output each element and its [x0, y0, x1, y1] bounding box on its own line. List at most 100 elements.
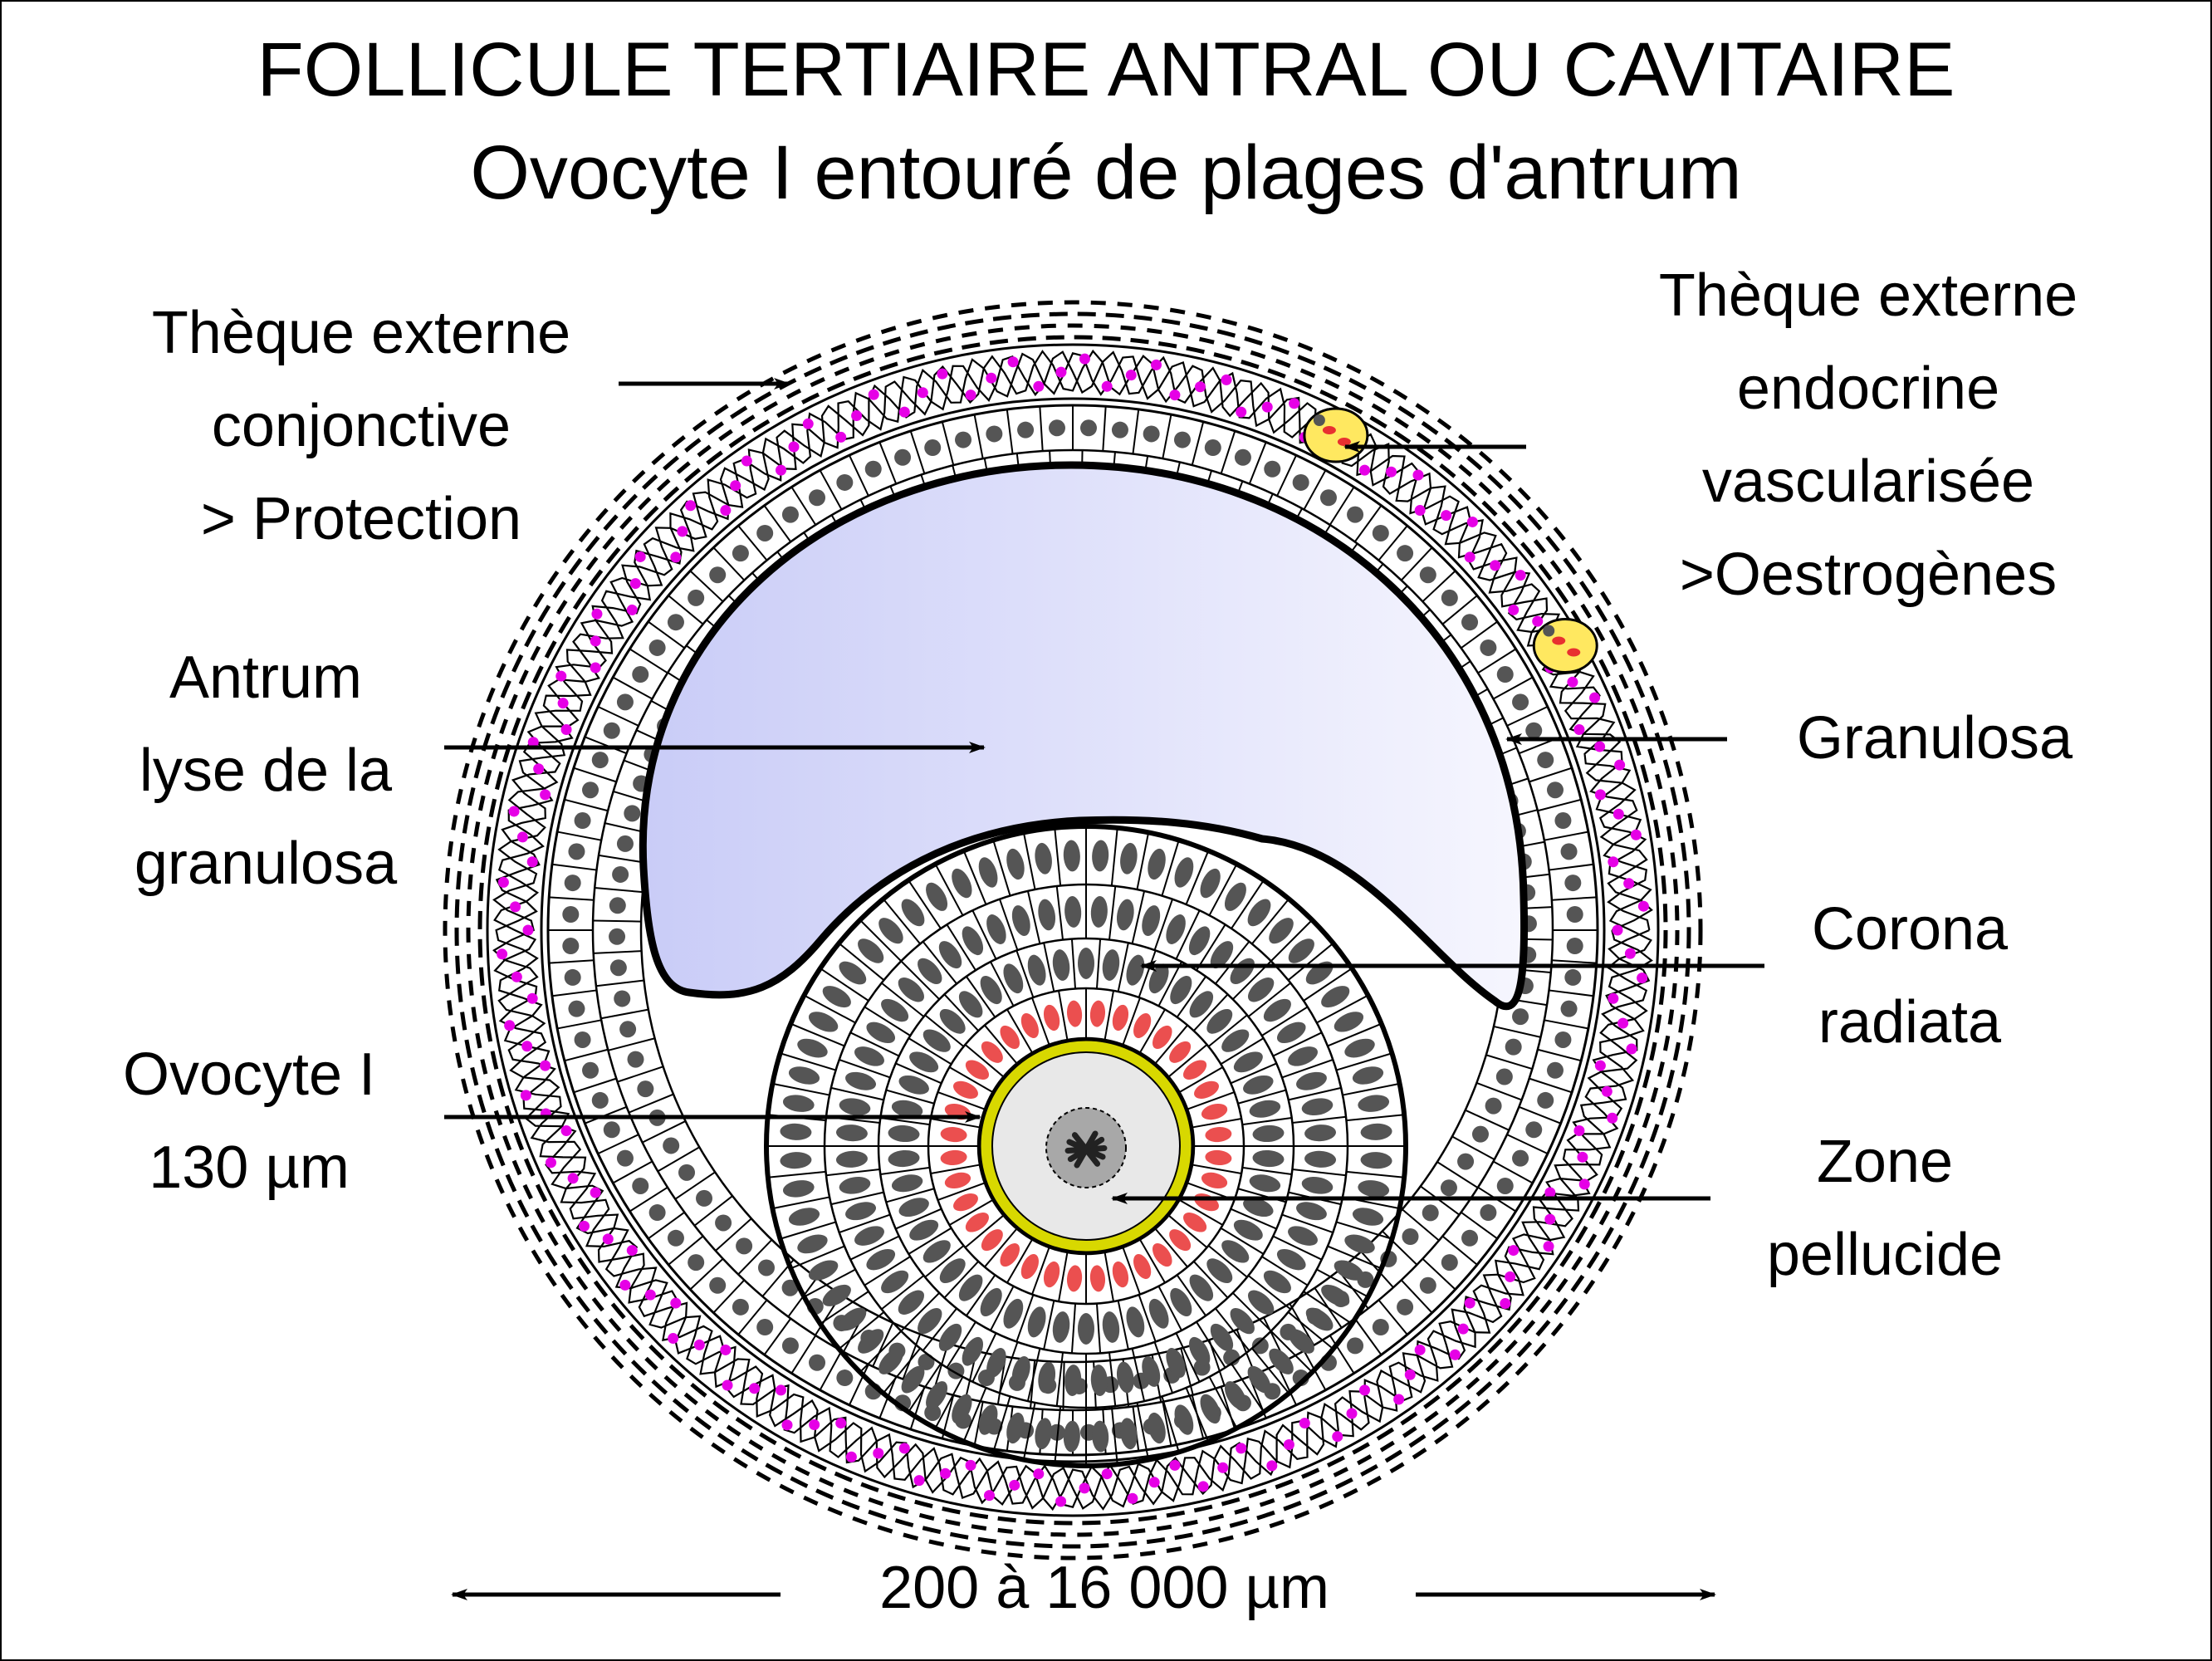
theca-cell-nucleus — [533, 763, 545, 775]
cumulus-cell-wall — [1161, 840, 1180, 896]
cumulus-cell-wall — [1176, 1274, 1206, 1316]
granulosa-nucleus — [648, 1204, 666, 1222]
label-line: Thèque externe — [1658, 262, 2078, 329]
cumulus-nucleus — [808, 1260, 839, 1281]
cumulus-nucleus — [891, 1174, 923, 1193]
cumulus-cell-wall — [830, 1191, 884, 1206]
cumulus-cell-wall — [934, 863, 964, 916]
cumulus-cell-wall — [922, 1307, 957, 1351]
theca-cell-nucleus — [1197, 1481, 1209, 1492]
cumulus-cell-wall — [895, 1062, 942, 1085]
cumulus-nucleus — [958, 991, 983, 1018]
granulosa-cell-wall — [648, 1211, 685, 1240]
corona-radiata-nucleus — [1205, 1126, 1232, 1143]
cumulus-nucleus — [839, 1176, 871, 1194]
granulosa-nucleus — [715, 1214, 732, 1232]
granulosa-nucleus — [1292, 473, 1309, 491]
cumulus-nucleus — [1006, 1412, 1025, 1444]
corona-radiata-nucleus — [1020, 1254, 1039, 1280]
corona-radiata-nucleus — [1066, 1000, 1083, 1027]
granulosa-cell-wall — [1544, 1019, 1588, 1030]
granulosa-cell-wall — [737, 1299, 768, 1335]
cumulus-nucleus — [858, 1329, 884, 1354]
cumulus-nucleus — [938, 941, 962, 969]
cumulus-nucleus — [839, 1098, 871, 1116]
cumulus-cell-wall — [803, 1268, 856, 1298]
corona-radiata-nucleus — [940, 1149, 967, 1166]
theca-cell-nucleus — [557, 698, 569, 709]
cumulus-cell-wall — [880, 1166, 930, 1176]
corona-radiata-nucleus — [965, 1060, 990, 1080]
label-line: Thèque externe — [151, 300, 571, 366]
granulosa-nucleus — [564, 968, 581, 986]
cumulus-cell-wall — [839, 1213, 891, 1233]
granulosa-cell-wall — [564, 798, 609, 812]
granulosa-cell-wall — [600, 1008, 649, 1020]
theca-cell-nucleus — [917, 387, 928, 399]
cumulus-cell-wall — [1176, 976, 1206, 1018]
label-line: pellucide — [1766, 1222, 2004, 1288]
granulosa-nucleus — [709, 566, 727, 584]
theca-cell-nucleus — [1464, 1297, 1475, 1309]
corona-radiata-nucleus — [1152, 1242, 1172, 1267]
label-line: radiata — [1818, 989, 2002, 1056]
granulosa-cell-wall — [617, 1066, 663, 1083]
cumulus-nucleus — [878, 918, 903, 944]
cumulus-nucleus — [1011, 1355, 1030, 1387]
cumulus-nucleus — [918, 1307, 942, 1335]
cumulus-nucleus — [1078, 1313, 1094, 1345]
cumulus-nucleus — [788, 1066, 820, 1085]
granulosa-cell-wall — [790, 1335, 817, 1374]
theca-cell-nucleus — [1386, 466, 1397, 478]
cumulus-nucleus — [1052, 1311, 1070, 1343]
cumulus-cell-wall — [930, 1164, 981, 1174]
granulosa-cell-wall — [712, 1279, 746, 1314]
cumulus-cell-wall — [1242, 1116, 1292, 1126]
label-arrows — [444, 378, 1764, 1600]
theca-cell-nucleus — [602, 1233, 614, 1245]
granulosa-nucleus — [616, 835, 634, 852]
granulosa-cell-wall — [1329, 486, 1355, 526]
theca-cell-nucleus — [497, 876, 509, 888]
granulosa-nucleus — [1441, 589, 1458, 606]
endothelial-nucleus — [1313, 414, 1325, 427]
cumulus-cell-wall — [1270, 1330, 1313, 1373]
cumulus-cell-wall — [971, 909, 997, 960]
cumulus-nucleus — [1243, 1198, 1274, 1218]
cumulus-cell-wall — [934, 1376, 964, 1429]
granulosa-cell-wall — [1422, 570, 1456, 603]
blood-vessel — [1303, 407, 1369, 463]
corona-radiata-nucleus — [952, 1080, 978, 1099]
granulosa-cell-wall — [1039, 406, 1044, 452]
theca-cell-nucleus — [1449, 1349, 1461, 1360]
granulosa-cell-wall — [933, 1343, 949, 1390]
theca-cell-nucleus — [986, 372, 997, 384]
cumulus-nucleus — [938, 1323, 962, 1351]
theca-cell-nucleus — [1594, 789, 1606, 801]
granulosa-cell-wall — [973, 1401, 984, 1446]
theca-cell-nucleus — [1101, 380, 1113, 392]
cumulus-nucleus — [1078, 948, 1094, 979]
cumulus-nucleus — [1092, 840, 1109, 872]
cumulus-cell-wall — [1070, 938, 1077, 989]
granulosa-cell-wall — [612, 1160, 653, 1184]
granulosa-cell-wall — [1378, 1299, 1408, 1335]
theca-cell-nucleus — [1359, 464, 1371, 476]
cumulus-nucleus — [926, 882, 948, 911]
cumulus-cell-wall — [1185, 850, 1210, 905]
cumulus-cell-wall — [1208, 1376, 1238, 1429]
cumulus-nucleus — [1221, 1240, 1250, 1263]
cumulus-cell-wall — [1287, 1311, 1334, 1350]
label-corona-radiata: Corona radiata — [1735, 883, 2084, 1069]
cumulus-cell-wall — [1006, 1008, 1033, 1053]
granulosa-nucleus — [609, 897, 626, 914]
cumulus-cell-wall — [1122, 997, 1141, 1046]
theca-cell-nucleus — [1637, 973, 1648, 984]
cumulus-nucleus — [1301, 1098, 1334, 1116]
cumulus-nucleus — [1344, 1038, 1375, 1058]
granulosa-cell-wall — [1493, 1025, 1541, 1038]
granulosa-cell-wall — [1360, 1251, 1394, 1288]
cumulus-nucleus — [918, 958, 942, 985]
granulosa-cell-wall — [1402, 1208, 1440, 1242]
corona-radiata-nucleus — [1194, 1080, 1220, 1099]
